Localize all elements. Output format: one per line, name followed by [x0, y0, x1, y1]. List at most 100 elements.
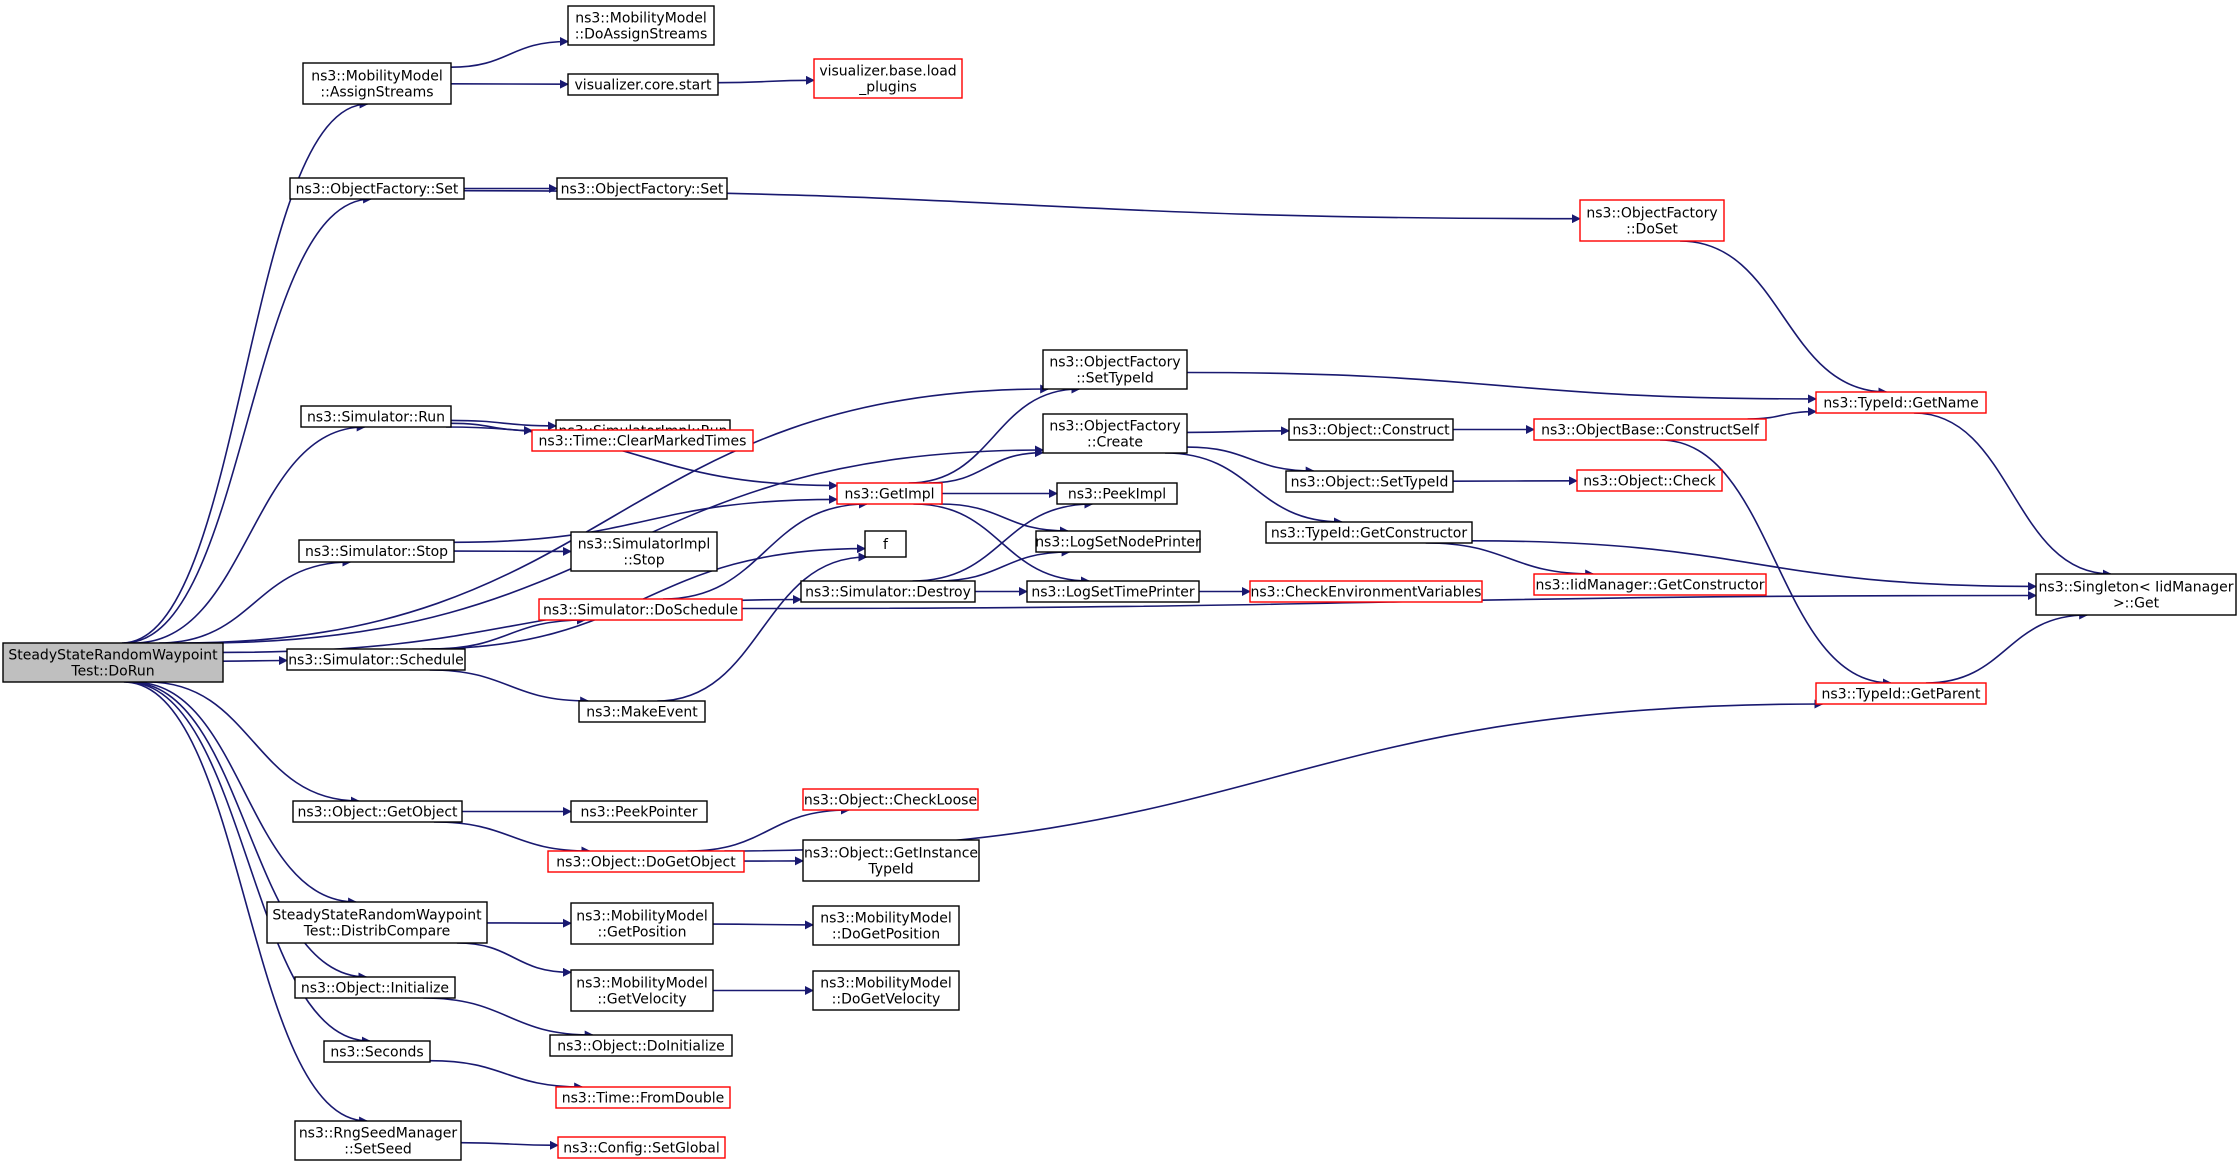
- node-typeid_getparent[interactable]: ns3::TypeId::GetParent: [1815, 682, 1987, 705]
- node-of_set1[interactable]: ns3::ObjectFactory::Set: [289, 177, 465, 200]
- node-obj_settypeid[interactable]: ns3::Object::SetTypeId: [1285, 470, 1454, 493]
- edge-obj_getobject-to-obj_dogetobject: [433, 821, 591, 856]
- node-mm_dogetpos[interactable]: ns3::MobilityModel::DoGetPosition: [812, 905, 960, 946]
- node-label: ns3::Seconds: [330, 1045, 423, 1061]
- node-typeid_getname[interactable]: ns3::TypeId::GetName: [1815, 391, 1987, 414]
- edge-distrib-to-mm_getvel: [456, 942, 572, 977]
- node-label: ::DoGetVelocity: [832, 992, 941, 1008]
- node-viz_start[interactable]: visualizer.core.start: [567, 73, 719, 96]
- node-box: [547, 850, 745, 873]
- node-box: [802, 788, 979, 811]
- node-mm_dogetvel[interactable]: ns3::MobilityModel::DoGetVelocity: [812, 970, 960, 1011]
- node-box: [300, 405, 452, 428]
- node-label: SteadyStateRandomWaypoint: [8, 648, 218, 664]
- node-lognode[interactable]: ns3::LogSetNodePrinter: [1035, 530, 1201, 553]
- node-obj_getobject[interactable]: ns3::Object::GetObject: [292, 800, 463, 823]
- edge-root-to-of_settypeid: [179, 384, 1050, 644]
- node-sim_run[interactable]: ns3::Simulator::Run: [300, 405, 452, 428]
- node-label: ns3::MobilityModel: [311, 69, 443, 85]
- node-sim_schedule[interactable]: ns3::Simulator::Schedule: [286, 648, 466, 671]
- node-obj_init[interactable]: ns3::Object::Initialize: [294, 976, 456, 999]
- edge-seconds-to-time_fromdouble: [429, 1059, 584, 1092]
- node-box: [557, 1136, 726, 1159]
- node-distrib[interactable]: SteadyStateRandomWaypointTest::DistribCo…: [266, 901, 488, 944]
- node-viz_load[interactable]: visualizer.base.load_plugins: [813, 58, 963, 99]
- node-mm_assign[interactable]: ns3::MobilityModel::AssignStreams: [302, 62, 452, 105]
- node-label: ::DoSet: [1626, 222, 1678, 238]
- node-mm_getvel[interactable]: ns3::MobilityModel::GetVelocity: [570, 969, 714, 1012]
- node-of_settypeid[interactable]: ns3::ObjectFactory::SetTypeId: [1042, 349, 1188, 390]
- node-obj_dogetobject[interactable]: ns3::Object::DoGetObject: [547, 850, 745, 873]
- node-obj_construct[interactable]: ns3::Object::Construct: [1288, 418, 1454, 441]
- edge-objbase_construct-to-typeid_getname: [1747, 407, 1817, 420]
- node-box: [298, 539, 455, 563]
- node-makeevent[interactable]: ns3::MakeEvent: [578, 700, 706, 723]
- node-box: [2, 642, 224, 683]
- node-sim_destroy[interactable]: ns3::Simulator::Destroy: [800, 580, 976, 603]
- node-label: ns3::Simulator::Stop: [305, 544, 448, 560]
- node-label: ns3::LogSetTimePrinter: [1031, 585, 1195, 601]
- node-singleton_get[interactable]: ns3::Singleton< IidManager>::Get: [2035, 573, 2237, 616]
- node-of_create[interactable]: ns3::ObjectFactory::Create: [1042, 413, 1188, 454]
- node-label: ns3::Simulator::DoSchedule: [543, 603, 738, 619]
- node-f[interactable]: f: [864, 530, 907, 558]
- node-box: [1035, 530, 1201, 553]
- edge-sim_stop-to-getimpl: [453, 494, 838, 544]
- node-seconds[interactable]: ns3::Seconds: [323, 1040, 431, 1063]
- node-box: [1579, 199, 1725, 242]
- node-label: ns3::ObjectBase::ConstructSelf: [1541, 423, 1760, 439]
- node-logtime[interactable]: ns3::LogSetTimePrinter: [1026, 580, 1200, 603]
- node-time_fromdouble[interactable]: ns3::Time::FromDouble: [555, 1086, 731, 1109]
- node-sim_doschedule[interactable]: ns3::Simulator::DoSchedule: [538, 598, 743, 621]
- node-typeid_getctor[interactable]: ns3::TypeId::GetConstructor: [1265, 521, 1473, 544]
- node-iid_getctor[interactable]: ns3::IidManager::GetConstructor: [1533, 573, 1767, 596]
- node-box: [1815, 391, 1987, 414]
- node-mm_getpos[interactable]: ns3::MobilityModel::GetPosition: [570, 902, 714, 945]
- node-checkenv[interactable]: ns3::CheckEnvironmentVariables: [1249, 580, 1483, 603]
- edge-rng_setseed-to-config_setglobal: [460, 1140, 559, 1150]
- edge-typeid_getctor-to-singleton_get: [1471, 540, 2037, 591]
- node-label: ns3::Object::DoGetObject: [556, 855, 736, 871]
- node-box: [570, 531, 718, 572]
- node-label: ::DoAssignStreams: [575, 27, 708, 43]
- node-label: ns3::ObjectFactory::Set: [296, 182, 459, 198]
- node-mm_doassign[interactable]: ns3::MobilityModel::DoAssignStreams: [567, 5, 715, 46]
- node-box: [802, 839, 980, 882]
- node-obj_doinit[interactable]: ns3::Object::DoInitialize: [549, 1034, 733, 1057]
- edge-of_create-to-obj_construct: [1186, 426, 1290, 436]
- node-box: [836, 482, 943, 505]
- node-obj_check[interactable]: ns3::Object::Check: [1576, 469, 1723, 492]
- node-box: [1056, 482, 1178, 505]
- node-label: ns3::MobilityModel: [576, 909, 708, 925]
- node-sim_stop[interactable]: ns3::Simulator::Stop: [298, 539, 455, 563]
- edge-root-to-of_set1: [123, 194, 373, 644]
- edge-root-to-obj_init: [128, 681, 368, 982]
- node-obj_checkloose[interactable]: ns3::Object::CheckLoose: [802, 788, 979, 811]
- node-peekimpl[interactable]: ns3::PeekImpl: [1056, 482, 1178, 505]
- node-of_doset[interactable]: ns3::ObjectFactory::DoSet: [1579, 199, 1725, 242]
- node-simimpl_stop[interactable]: ns3::SimulatorImpl::Stop: [570, 531, 718, 572]
- nodes-layer: SteadyStateRandomWaypointTest::DoRunns3:…: [2, 5, 2237, 1161]
- node-rng_setseed[interactable]: ns3::RngSeedManager::SetSeed: [294, 1120, 462, 1161]
- node-objbase_construct[interactable]: ns3::ObjectBase::ConstructSelf: [1533, 418, 1767, 441]
- node-label: ns3::LogSetNodePrinter: [1035, 535, 1201, 551]
- node-label: f: [883, 537, 889, 553]
- edge-sim_run-to-simimpl_run: [450, 419, 557, 431]
- node-config_setglobal[interactable]: ns3::Config::SetGlobal: [557, 1136, 726, 1159]
- node-label: ns3::Singleton< IidManager: [2039, 580, 2234, 596]
- node-label: ::SetTypeId: [1076, 371, 1154, 387]
- node-getimpl[interactable]: ns3::GetImpl: [836, 482, 943, 505]
- edge-sim_schedule-to-sim_doschedule: [431, 615, 586, 650]
- node-box: [1285, 470, 1454, 493]
- node-box: [1576, 469, 1723, 492]
- node-of_set2[interactable]: ns3::ObjectFactory::Set: [556, 177, 728, 200]
- node-time_clear[interactable]: ns3::Time::ClearMarkedTimes: [531, 429, 754, 452]
- edge-typeid_getctor-to-iid_getctor: [1425, 542, 1595, 579]
- node-box: [813, 58, 963, 99]
- node-peekpointer[interactable]: ns3::PeekPointer: [570, 800, 708, 823]
- node-label: ns3::Object::Check: [1583, 474, 1716, 490]
- edge-makeevent-to-f: [657, 552, 868, 702]
- edge-sim_run-to-getimpl: [445, 426, 838, 491]
